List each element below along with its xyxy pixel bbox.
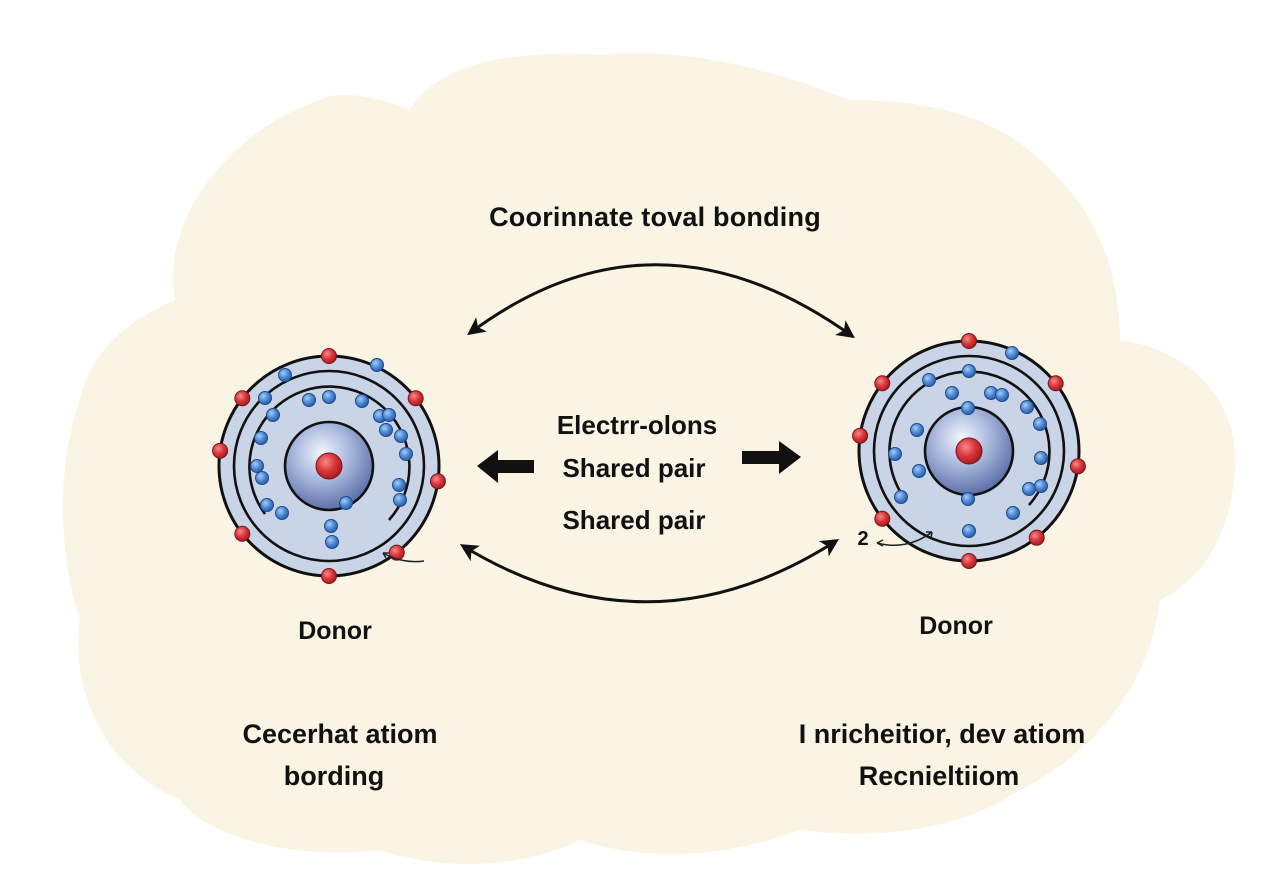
inner-electron xyxy=(995,388,1009,402)
outer-electron xyxy=(961,333,977,349)
right-caption-line1: I nricheitior, dev atiom xyxy=(798,719,1086,749)
outer-electron xyxy=(321,568,337,584)
inner-electron xyxy=(922,373,936,387)
outer-electron xyxy=(1028,529,1045,546)
inner-electron xyxy=(322,390,336,404)
bottom-curved-double-arrow xyxy=(459,539,840,604)
left-caption-line1: Cecerhat atiom xyxy=(242,719,438,749)
nucleus xyxy=(955,437,983,465)
inner-electron xyxy=(393,493,407,507)
inner-electron xyxy=(1022,482,1036,496)
outer-electron xyxy=(407,390,424,407)
left-annotation-arrowhead-icon xyxy=(382,552,389,559)
outer-electron xyxy=(1069,458,1086,475)
inner-electron xyxy=(379,423,393,437)
inner-electron xyxy=(394,429,408,443)
background-cloud xyxy=(63,53,1236,864)
outer-electron xyxy=(212,442,229,459)
inner-electron xyxy=(894,490,908,504)
inner-electron xyxy=(961,401,975,415)
outer-electron xyxy=(874,375,891,392)
inner-electron xyxy=(254,431,268,445)
inner-electron xyxy=(325,535,339,549)
right-annotation-arrowhead-icon xyxy=(876,531,933,547)
left-annotation-arrow xyxy=(382,552,425,563)
outer-electron xyxy=(852,427,869,444)
inner-electron xyxy=(355,394,369,408)
inner-electron xyxy=(912,464,926,478)
outer-electron xyxy=(234,525,251,542)
outer-electron xyxy=(321,348,337,364)
outer-electron xyxy=(234,390,251,407)
inner-electron xyxy=(962,524,976,538)
inner-electron xyxy=(962,364,976,378)
left-caption-line2: bording xyxy=(283,761,385,791)
center-label-electrons: Electrr-olons xyxy=(556,410,718,440)
inner-electron xyxy=(324,519,338,533)
left-block-arrow xyxy=(477,450,534,483)
inner-electron xyxy=(370,358,384,372)
inner-electron xyxy=(1033,417,1047,431)
inner-electron xyxy=(399,447,413,461)
right-annotation-arrow xyxy=(876,531,933,546)
inner-electron xyxy=(275,506,289,520)
right-atom-label: Donor xyxy=(919,612,993,640)
inner-electron xyxy=(1005,346,1019,360)
diagram-title: Coorinnate toval bonding xyxy=(489,202,821,232)
inner-electron xyxy=(278,368,292,382)
inner-electron xyxy=(339,496,353,510)
right-block-arrow xyxy=(742,441,801,474)
inner-electron xyxy=(260,498,274,512)
inner-electron xyxy=(255,471,269,485)
inner-electron xyxy=(1034,479,1048,493)
right-atom-model xyxy=(852,333,1086,569)
inner-electron xyxy=(392,478,406,492)
inner-electron xyxy=(1006,506,1020,520)
right-annotation-number: 2 xyxy=(857,528,869,550)
shell-2 xyxy=(248,385,411,521)
left-atom-label: Donor xyxy=(298,617,372,645)
inner-electron xyxy=(910,423,924,437)
center-label-shared-pair-1: Shared pair xyxy=(562,453,706,483)
inner-electron xyxy=(266,408,280,422)
inner-electron xyxy=(258,391,272,405)
inner-electron xyxy=(382,408,396,422)
inner-electron xyxy=(1034,451,1048,465)
outer-electron xyxy=(429,473,446,490)
outer-electron xyxy=(961,553,977,569)
nucleus xyxy=(315,452,343,480)
inner-electron xyxy=(945,386,959,400)
inner-electron xyxy=(961,492,975,506)
outer-electron xyxy=(388,544,405,561)
center-label-shared-pair-2: Shared pair xyxy=(562,505,706,535)
inner-electron xyxy=(888,447,902,461)
shell-3 xyxy=(232,369,426,563)
right-caption-line2: Recnieltiiom xyxy=(858,761,1020,791)
inner-electron xyxy=(1020,400,1034,414)
inner-electron xyxy=(302,393,316,407)
outer-electron xyxy=(874,510,891,527)
inner-electron xyxy=(250,459,264,473)
left-atom-model xyxy=(212,348,446,584)
top-curved-double-arrow xyxy=(467,263,855,339)
outer-electron xyxy=(1047,375,1064,392)
shell-3 xyxy=(872,354,1066,548)
